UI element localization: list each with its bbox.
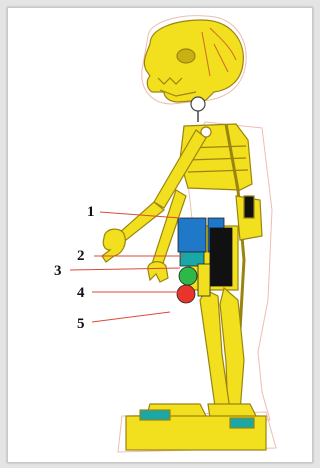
- callout-line-5: [92, 312, 170, 322]
- base: [126, 404, 266, 450]
- red-disc: [177, 285, 195, 303]
- callout-labels: 1 2 3 4 5: [54, 204, 95, 332]
- gear-housing: [198, 264, 210, 296]
- battery-block: [178, 218, 206, 252]
- base-slot-blue-right: [230, 418, 254, 428]
- eye-socket: [177, 49, 195, 63]
- side-panel: [244, 196, 254, 218]
- skull: [144, 20, 243, 122]
- green-disc: [179, 267, 197, 285]
- callout-label-4: 4: [77, 285, 85, 301]
- skull-shape: [144, 20, 243, 102]
- gripper: [148, 262, 168, 282]
- black-panel: [210, 228, 232, 286]
- callout-label-3: 3: [54, 263, 62, 279]
- neck-ring: [191, 97, 205, 111]
- base-slot-blue: [140, 410, 170, 420]
- hand: [102, 229, 125, 262]
- forearm: [118, 202, 164, 240]
- callout-label-5: 5: [77, 316, 85, 332]
- callout-label-1: 1: [87, 204, 95, 220]
- callout-label-2: 2: [77, 248, 85, 264]
